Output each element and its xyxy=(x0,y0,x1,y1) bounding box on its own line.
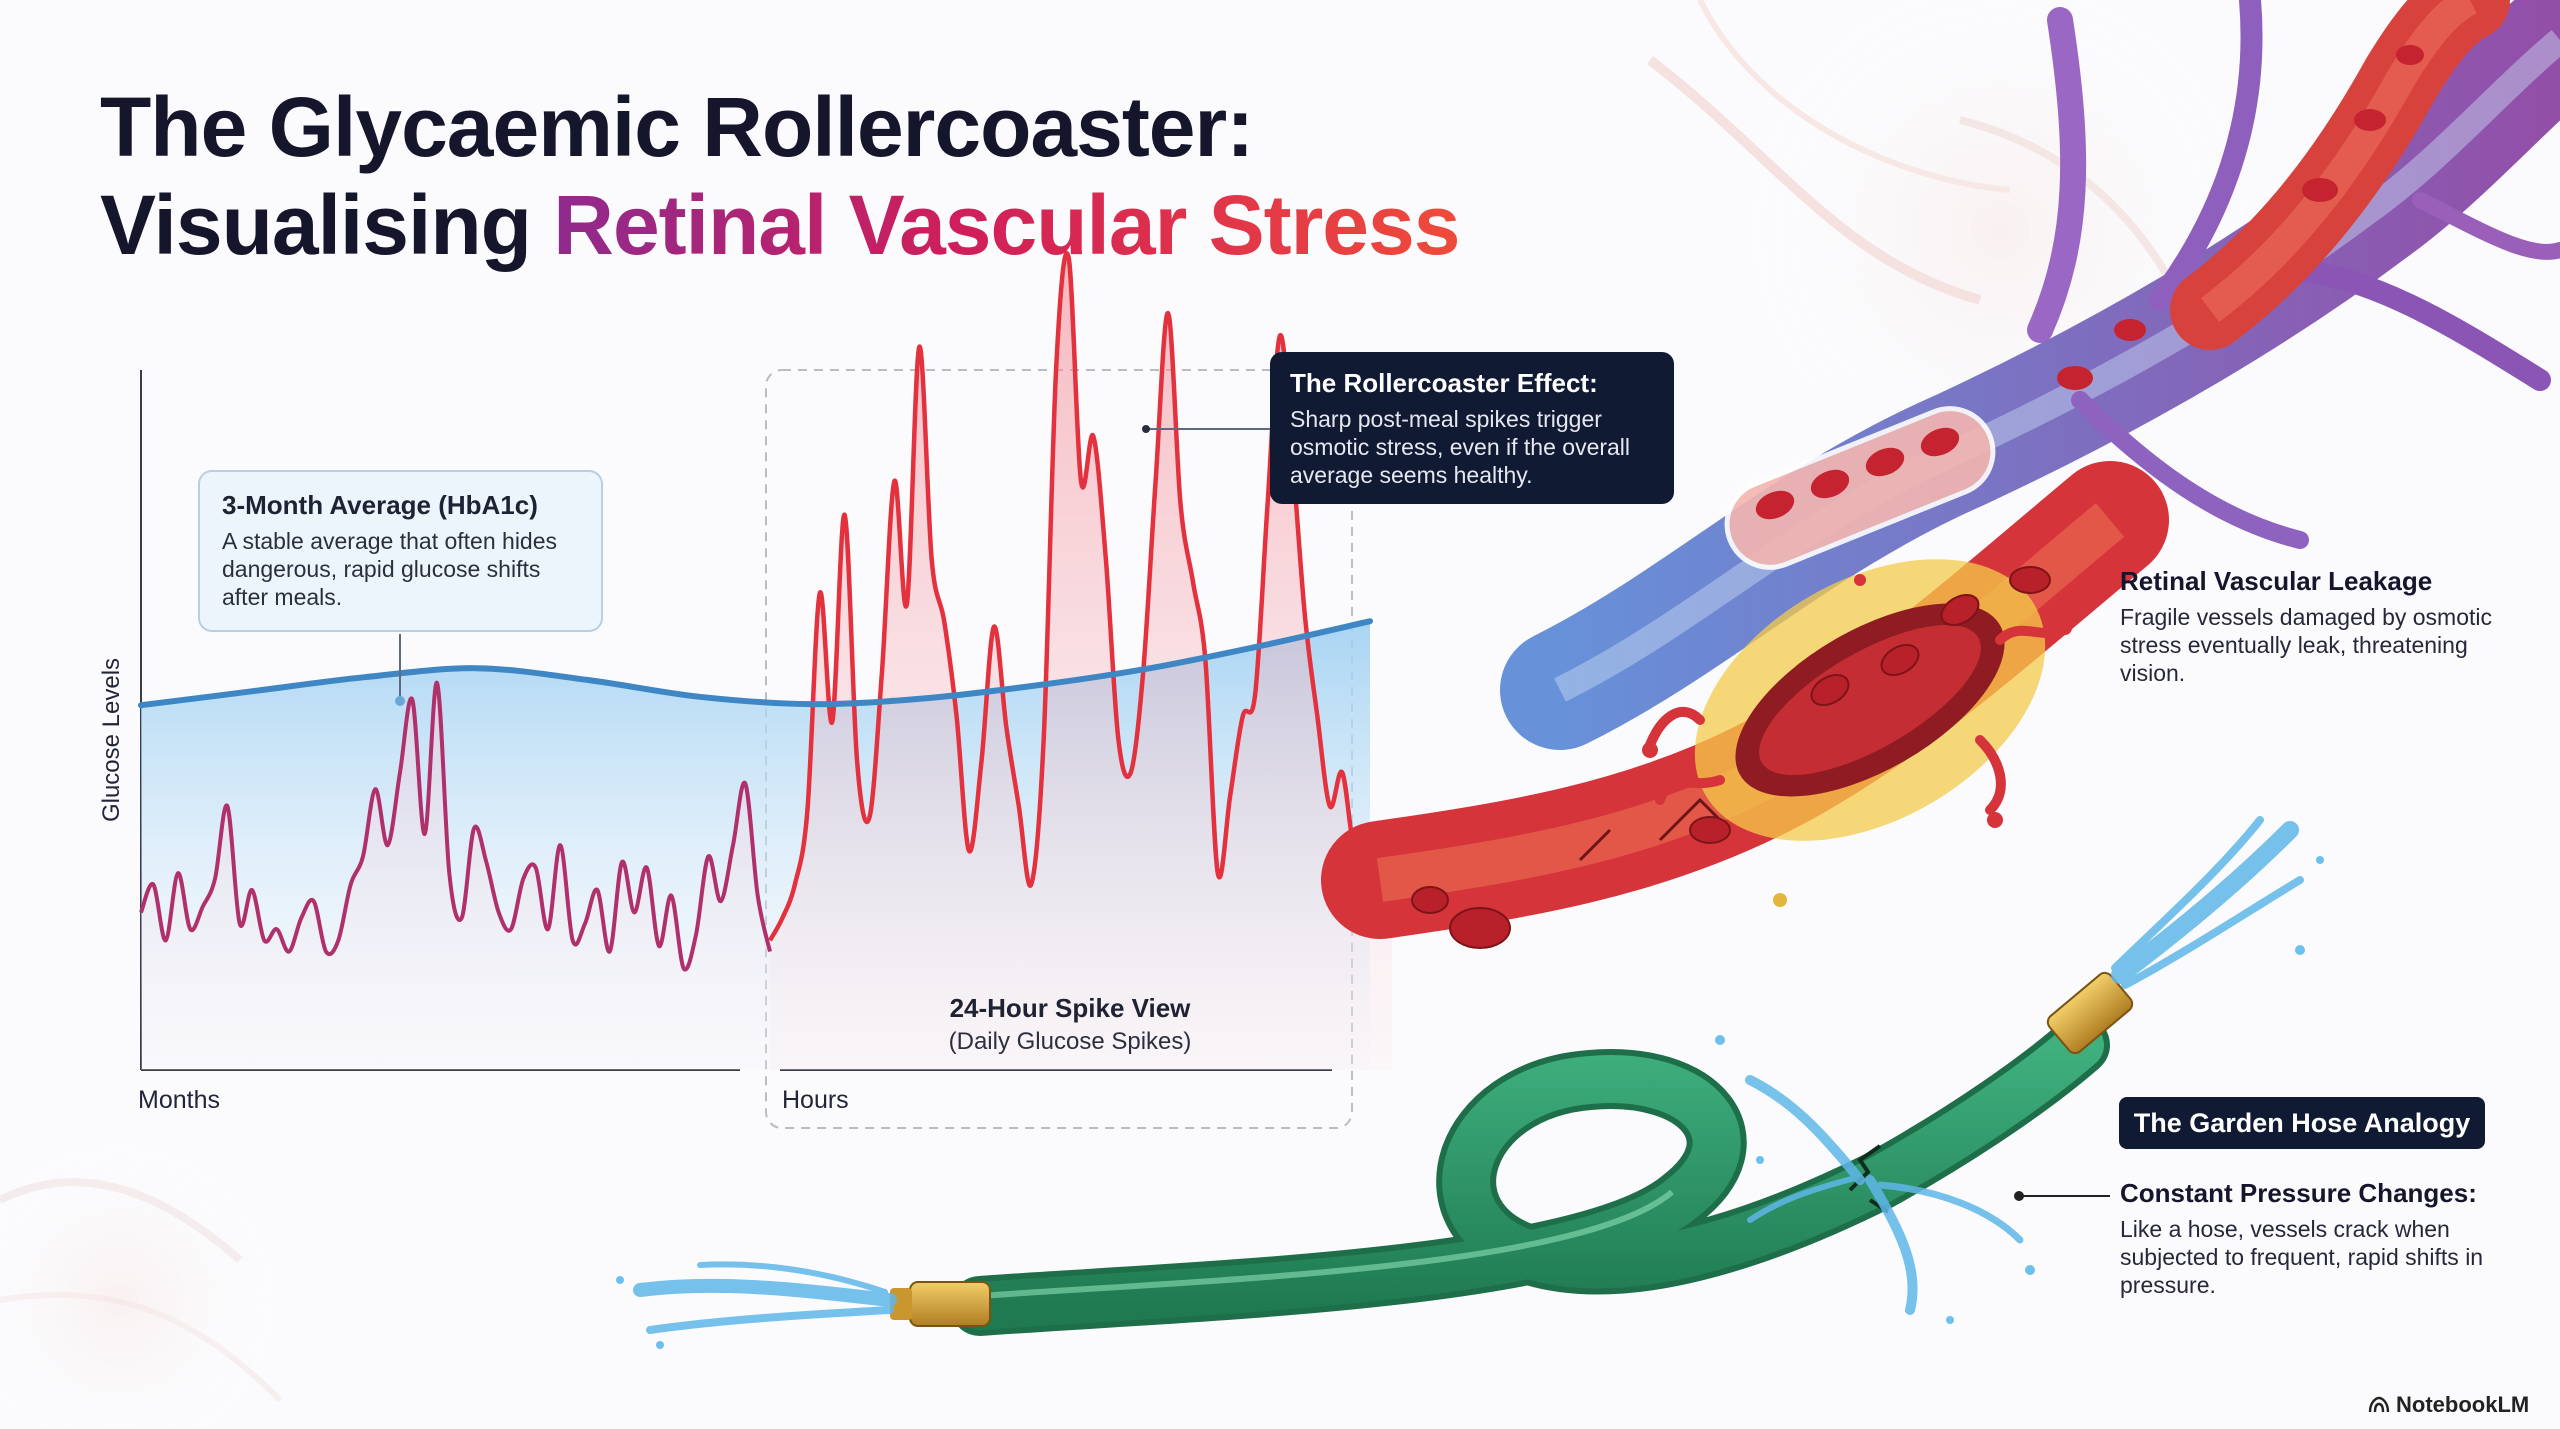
x-axis-label-hours: Hours xyxy=(782,1086,849,1114)
leakage-callout: Retinal Vascular Leakage Fragile vessels… xyxy=(2120,566,2520,687)
spike-view-label: 24-Hour Spike View (Daily Glucose Spikes… xyxy=(840,993,1300,1056)
connector-dot xyxy=(1142,425,1150,433)
y-axis-label: Glucose Levels xyxy=(98,657,125,823)
pressure-callout: Constant Pressure Changes: Like a hose, … xyxy=(2120,1178,2520,1299)
leakage-burst xyxy=(1642,559,2072,907)
series-line-3-month-average xyxy=(138,618,1373,709)
connector-dot xyxy=(395,696,405,706)
x-axis-label-months: Months xyxy=(138,1086,220,1114)
brand-name: NotebookLM xyxy=(2396,1392,2530,1417)
monthly-area xyxy=(141,682,770,1070)
average-callout-heading: 3-Month Average (HbA1c) xyxy=(222,490,538,520)
title-line-2: Visualising Retinal Vascular Stress xyxy=(100,176,1460,274)
title-highlight: Retinal Vascular Stress xyxy=(553,178,1460,272)
title-line-1: The Glycaemic Rollercoaster: xyxy=(100,80,1254,174)
leakage-callout-body: Fragile vessels damaged by osmotic stres… xyxy=(2120,604,2492,686)
title-line-2-plain: Visualising xyxy=(100,178,554,272)
page-title: The Glycaemic Rollercoaster: Visualising… xyxy=(100,78,1460,274)
rollercoaster-callout-heading: The Rollercoaster Effect: xyxy=(1290,368,1598,398)
connector-dot xyxy=(2014,1191,2024,1201)
pressure-callout-body: Like a hose, vessels crack when subjecte… xyxy=(2120,1216,2484,1298)
hose-analogy-badge: The Garden Hose Analogy xyxy=(2119,1097,2485,1149)
series-line-daily-glucose xyxy=(139,680,772,972)
blood-vessel-illustration xyxy=(1321,0,2560,949)
spike-view-subtitle: (Daily Glucose Spikes) xyxy=(948,1028,1192,1055)
rollercoaster-callout: The Rollercoaster Effect: Sharp post-mea… xyxy=(1270,352,1674,504)
connector-lines xyxy=(399,428,2110,1197)
brand-mark: NotebookLM xyxy=(2368,1392,2529,1418)
garden-hose-illustration xyxy=(616,816,2324,1349)
average-callout-body: A stable average that often hides danger… xyxy=(222,528,558,610)
pressure-callout-heading: Constant Pressure Changes: xyxy=(2120,1178,2477,1208)
rollercoaster-callout-body: Sharp post-meal spikes trigger osmotic s… xyxy=(1290,406,1631,488)
average-callout: 3-Month Average (HbA1c) A stable average… xyxy=(198,470,603,632)
notebooklm-logo-icon xyxy=(2368,1396,2390,1413)
spike-view-title: 24-Hour Spike View xyxy=(949,993,1191,1023)
leakage-callout-heading: Retinal Vascular Leakage xyxy=(2120,566,2433,596)
